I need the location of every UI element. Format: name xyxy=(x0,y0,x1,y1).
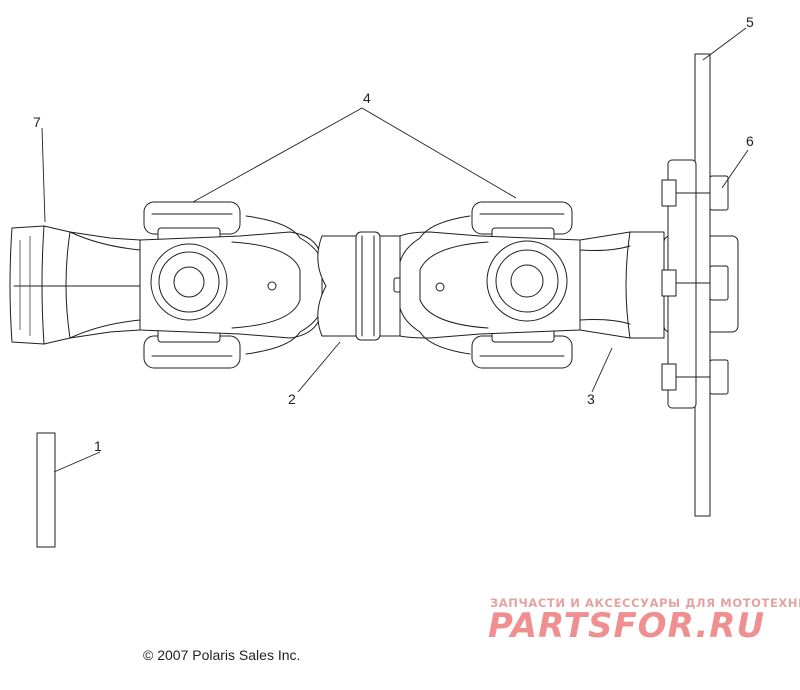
watermark-subtitle: ЗАПЧАСТИ И АКСЕССУАРЫ ДЛЯ МОТОТЕХНИКИ xyxy=(490,596,800,610)
copyright-notice: © 2007 Polaris Sales Inc. xyxy=(143,647,301,663)
callout-7: 7 xyxy=(33,114,41,130)
callout-4: 4 xyxy=(363,90,371,106)
callout-1: 1 xyxy=(94,438,102,454)
leader-lines xyxy=(41,27,749,473)
part-6-flange-bolts xyxy=(661,159,729,409)
callout-5: 5 xyxy=(746,14,754,30)
callout-6: 6 xyxy=(746,133,754,149)
callout-2: 2 xyxy=(288,391,296,407)
part-2-center-shaft xyxy=(317,231,409,341)
watermark-logo: PARTSFOR.RU xyxy=(488,606,766,646)
part-5-flange-plate xyxy=(694,53,711,517)
part-7-end-yoke xyxy=(9,225,141,345)
part-1-spacer-plate xyxy=(36,432,56,548)
callout-3: 3 xyxy=(587,391,595,407)
right-u-joint xyxy=(399,201,581,369)
left-u-joint xyxy=(139,201,323,369)
